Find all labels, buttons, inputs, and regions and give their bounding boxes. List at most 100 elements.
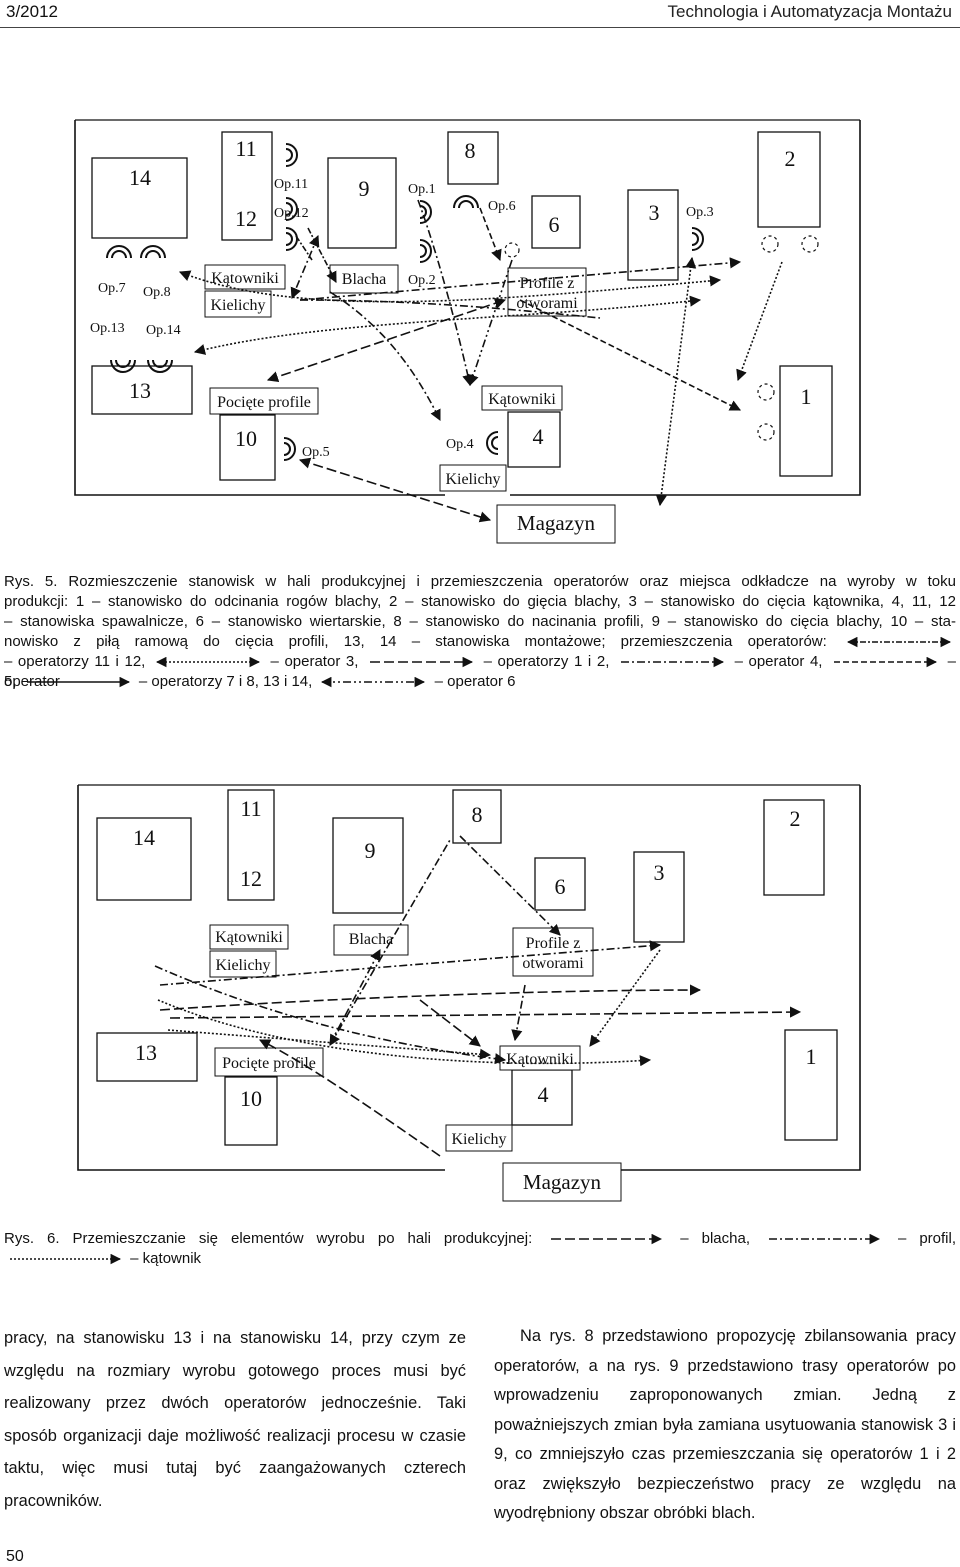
station-11-label: 11 (235, 136, 256, 161)
body-text-right: Na rys. 8 przedstawiono propozycję zbila… (494, 1327, 956, 1522)
storage-katowniki (209, 924, 289, 950)
station-13-label: 13 (129, 378, 151, 403)
station-11-12 (227, 789, 275, 901)
legend-text-operators-1-2: – operatorzy 1 i 2, (483, 653, 610, 670)
station-9-label: 9 (365, 838, 376, 863)
station-3-label: 3 (649, 200, 660, 225)
flow-blacha (419, 999, 481, 1047)
operator-2-label: Op.2 (408, 273, 436, 288)
flow-profil (511, 984, 526, 1042)
station-2 (763, 799, 825, 896)
flow-profil (329, 949, 381, 1045)
flow-profil (159, 940, 662, 986)
storage-profile-line2: otworami (522, 955, 584, 972)
legend-line-blacha (551, 1233, 663, 1245)
station-4 (507, 411, 561, 468)
storage-katowniki-label: Kątowniki (215, 929, 283, 946)
body-text-left: pracy, na stanowisku 13 i na stanowisku … (4, 1329, 466, 1510)
storage-katowniki-bottom-label: Kątowniki (506, 1051, 574, 1068)
storage-magazyn (496, 504, 616, 544)
operator-13-label: Op.13 (90, 321, 125, 336)
storage-kielichy (209, 950, 277, 978)
header-rule (0, 27, 960, 28)
legend-line-katownik (10, 1253, 122, 1265)
material-flows (154, 835, 802, 1157)
caption-legend-line-3: 5, – operatorzy 7 i 8, 13 i 14, – operat… (4, 673, 516, 690)
route-operators-11-12 (295, 227, 336, 282)
flow-profil (329, 839, 451, 1046)
station-4-label: 4 (538, 1082, 549, 1107)
operator-1-label: Op.1 (408, 182, 436, 197)
station-1-label: 1 (801, 384, 812, 409)
route-operators-7-8-13-14 (178, 270, 722, 303)
station-11-label: 11 (240, 796, 261, 821)
station-14 (91, 157, 188, 239)
legend-line-operator-5 (834, 656, 938, 668)
station-13 (96, 1032, 198, 1082)
operator-6-label: Op.6 (488, 199, 516, 214)
storage-profile-line1: Profile z (526, 935, 581, 952)
hall-wall (510, 120, 861, 496)
station-13 (91, 365, 193, 415)
flow-blacha (169, 1006, 802, 1019)
flow-katownik (157, 999, 652, 1067)
hall-wall (515, 785, 861, 1171)
legend-text-katownik: – kątownik (130, 1250, 202, 1267)
station-12-label: 12 (235, 206, 257, 231)
storage-katowniki-bottom-label: Kątowniki (488, 391, 556, 408)
legend-line-operator-3 (155, 656, 260, 668)
route-operator-4 (519, 299, 742, 411)
caption-line: Rys. 5. Rozmieszczenie stanowisk w hali … (4, 573, 956, 590)
operator-14-label: Op.14 (146, 323, 181, 338)
route-operator-5 (266, 297, 507, 383)
station-10-label: 10 (235, 426, 257, 451)
legend-text-operator-6: – operator 6 (434, 673, 516, 690)
caption-line: nowisko z piłą ramową do cięcia profili,… (4, 633, 827, 650)
legend-line-operators-1-2 (370, 656, 474, 668)
operator-3-label: Op.3 (686, 205, 714, 220)
figure-6-layout: 14 11 12 9 8 6 3 2 13 10 4 1 Kątowniki K… (77, 784, 861, 1202)
route-operators-1-2 (329, 291, 441, 422)
storage-blacha-label: Blacha (342, 271, 386, 288)
issue-label: 3/2012 (6, 2, 58, 21)
flow-blacha (159, 984, 702, 1011)
journal-title: Technologia i Automatyzacja Montażu (667, 2, 952, 21)
operator-7-label: Op.7 (98, 281, 126, 296)
operator-routes (178, 199, 783, 523)
route-operator-5 (298, 457, 492, 523)
station-8-label: 8 (472, 802, 483, 827)
station-1 (779, 365, 833, 477)
storage-kielichy-label: Kielichy (215, 957, 270, 974)
storage-pociete-label: Pocięte profile (217, 394, 311, 411)
operator-5-label: Op.5 (302, 445, 330, 460)
caption-legend-line-1: nowisko z piłą ramową do cięcia profili,… (4, 632, 956, 652)
station-8 (447, 131, 499, 185)
station-1-label: 1 (806, 1044, 817, 1069)
legend-text-blacha: – blacha, (680, 1230, 750, 1247)
storage-kielichy-bottom (445, 1124, 513, 1152)
storage-magazyn (502, 1162, 622, 1202)
station-9-label: 9 (359, 176, 370, 201)
legend-line-operator-6 (321, 676, 426, 688)
route-operator-4 (479, 207, 502, 262)
flow-profil (459, 835, 561, 936)
legend-text-operator-3: – operator 3, (270, 653, 359, 670)
station-12-label: 12 (240, 866, 262, 891)
caption-6-lead: Rys. 6. Przemieszczanie się elementów wy… (4, 1230, 533, 1247)
operator-symbols (106, 143, 704, 461)
station-2 (757, 131, 821, 228)
flow-katownik (589, 949, 661, 1047)
station-9 (327, 157, 397, 249)
storage-magazyn-label: Magazyn (517, 511, 596, 535)
legend-text-operator-4: – operator 4, (734, 653, 823, 670)
legend-line-operators-11-12 (846, 636, 952, 648)
station-13-label: 13 (135, 1040, 157, 1065)
caption-line: – stanowiska spawalnicze, 6 – stanowisko… (4, 613, 956, 630)
station-2-label: 2 (790, 806, 801, 831)
route-operator-3 (655, 256, 697, 507)
station-9 (332, 817, 404, 914)
station-2-label: 2 (785, 146, 796, 171)
legend-text-operators-7-8-13-14: – operatorzy 7 i 8, 13 i 14, (138, 673, 313, 690)
route-operators-7-8-13-14 (193, 295, 702, 355)
legend-line-profil (768, 1233, 881, 1245)
